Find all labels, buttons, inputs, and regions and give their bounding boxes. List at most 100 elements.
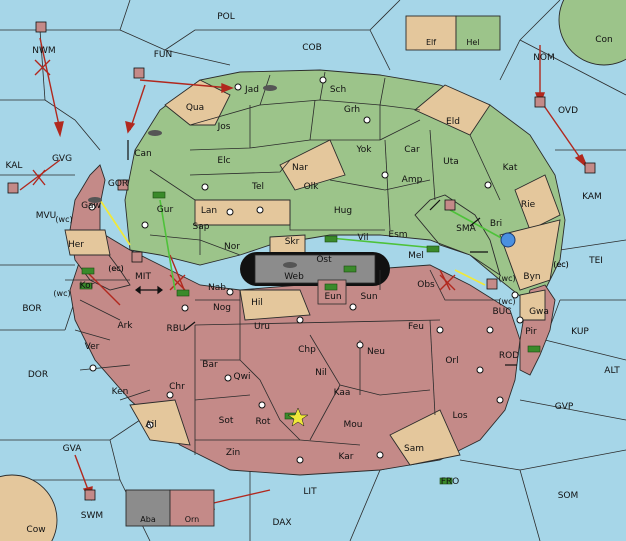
sea-label-fro: FRO <box>441 477 460 487</box>
province-labels: POLCOBFUNNWMNOMOVDKALGVGGORMVUTEIKAMMITB… <box>6 12 621 535</box>
province-label-bri: Bri <box>490 219 502 229</box>
sea-label-ovd: OVD <box>558 106 578 116</box>
sea-label-tei: TEI <box>588 256 603 266</box>
sea-label-som: SOM <box>558 491 579 501</box>
province-label-feu: Feu <box>408 322 424 332</box>
province-label-chp: Chp <box>298 345 316 355</box>
province-label-vil: Vil <box>358 233 369 243</box>
province-label-ark: Ark <box>117 321 133 331</box>
home-box-hel: Hel <box>466 38 479 47</box>
province-label-zin: Zin <box>226 448 240 458</box>
province-label-esm: Esm <box>388 230 407 240</box>
supply-centers <box>88 76 524 464</box>
province-label-hil: Hil <box>251 298 263 308</box>
province-label-gwa: Gwa <box>529 307 549 317</box>
province-label-uru: Uru <box>254 322 270 332</box>
coast-tag: (wc) <box>498 274 515 283</box>
sea-label-kam: KAM <box>582 192 602 202</box>
sea-label-cow: Cow <box>26 525 45 535</box>
province-label-tel: Tel <box>251 182 264 192</box>
province-label-kor: Kor <box>80 281 95 291</box>
province-label-her: Her <box>68 240 84 250</box>
province-label-byn: Byn <box>523 272 540 282</box>
connector-arrows <box>127 140 517 366</box>
province-label-jos: Jos <box>217 122 231 132</box>
support-lines <box>159 199 506 291</box>
sea-label-gvg: GVG <box>52 154 72 164</box>
sea-label-con: Con <box>595 35 613 45</box>
sea-label-kup: KUP <box>571 327 589 337</box>
sea-label-lit: LIT <box>303 487 317 497</box>
province-label-skr: Skr <box>285 237 300 247</box>
coast-tag: (wc) <box>498 297 515 306</box>
sea-label-bor: BOR <box>22 304 41 314</box>
province-label-nor: Nor <box>224 242 240 252</box>
sea-label-sma: SMA <box>456 224 476 234</box>
province-label-ail: Ail <box>145 420 156 430</box>
sea-label-dor: DOR <box>28 370 48 380</box>
sea-label-alt: ALT <box>604 366 620 376</box>
sea-label-buc: BUC <box>492 307 511 317</box>
province-label-los: Los <box>452 411 467 421</box>
sea-label-gva: GVA <box>63 444 83 454</box>
province-label-nab: Nab <box>208 283 226 293</box>
province-label-gaw: Gaw <box>81 201 101 211</box>
province-label-olk: Olk <box>304 182 320 192</box>
province-label-jad: Jad <box>244 85 259 95</box>
province-label-car: Car <box>404 145 420 155</box>
province-label-nog: Nog <box>213 303 231 313</box>
sea-label-cob: COB <box>302 43 322 53</box>
province-label-yok: Yok <box>355 145 372 155</box>
sea-label-pol: POL <box>217 12 235 22</box>
province-label-pir: Pir <box>525 327 537 337</box>
province-label-amp: Amp <box>402 175 423 185</box>
province-label-mel: Mel <box>408 251 424 261</box>
sea-label-rbu: RBU <box>166 324 185 334</box>
province-label-sap: Sap <box>193 222 210 232</box>
province-label-qwi: Qwi <box>234 372 251 382</box>
sea-label-kal: KAL <box>6 161 23 171</box>
home-box-elf: Elf <box>426 38 436 47</box>
coast-tag: (ec) <box>108 264 124 273</box>
home-box-aba: Aba <box>140 515 156 524</box>
province-label-qua: Qua <box>186 103 204 113</box>
sea-label-gvp: GVP <box>555 402 574 412</box>
province-label-ver: Ver <box>85 342 100 352</box>
province-label-hug: Hug <box>334 206 352 216</box>
province-label-sot: Sot <box>219 416 234 426</box>
province-label-chr: Chr <box>169 382 185 392</box>
sea-label-nwm: NWM <box>32 46 55 56</box>
coast-tag: (wc) <box>55 215 72 224</box>
retreat-lines <box>99 199 486 286</box>
sea-label-fun: FUN <box>154 50 173 60</box>
coast-tag: (ec) <box>553 260 569 269</box>
province-label-orl: Orl <box>445 356 458 366</box>
province-label-can: Can <box>134 149 152 159</box>
province-label-kaa: Kaa <box>334 388 351 398</box>
province-label-sam: Sam <box>404 444 424 454</box>
crescent-west <box>69 164 131 291</box>
coast-tag: (wc) <box>53 289 70 298</box>
province-label-sun: Sun <box>360 292 377 302</box>
capital-grey <box>254 254 376 284</box>
sea-label-gor: GOR <box>108 179 128 189</box>
sea-label-swm: SWM <box>81 511 103 521</box>
province-label-neu: Neu <box>367 347 385 357</box>
coast-tag: (ec) <box>108 264 124 273</box>
province-label-nar: Nar <box>292 163 308 173</box>
province-label-web: Web <box>284 272 304 282</box>
home-box-orn: Orn <box>185 515 200 524</box>
province-label-mou: Mou <box>344 420 363 430</box>
province-label-kar: Kar <box>339 452 354 462</box>
sea-label-mit: MIT <box>135 272 151 282</box>
province-label-gur: Gur <box>157 205 174 215</box>
province-label-eld: Eld <box>446 117 460 127</box>
province-label-kat: Kat <box>503 163 518 173</box>
province-label-elc: Elc <box>217 156 230 166</box>
province-label-ken: Ken <box>112 387 129 397</box>
province-label-sch: Sch <box>330 85 346 95</box>
coast-tag: (ec) <box>553 260 569 269</box>
